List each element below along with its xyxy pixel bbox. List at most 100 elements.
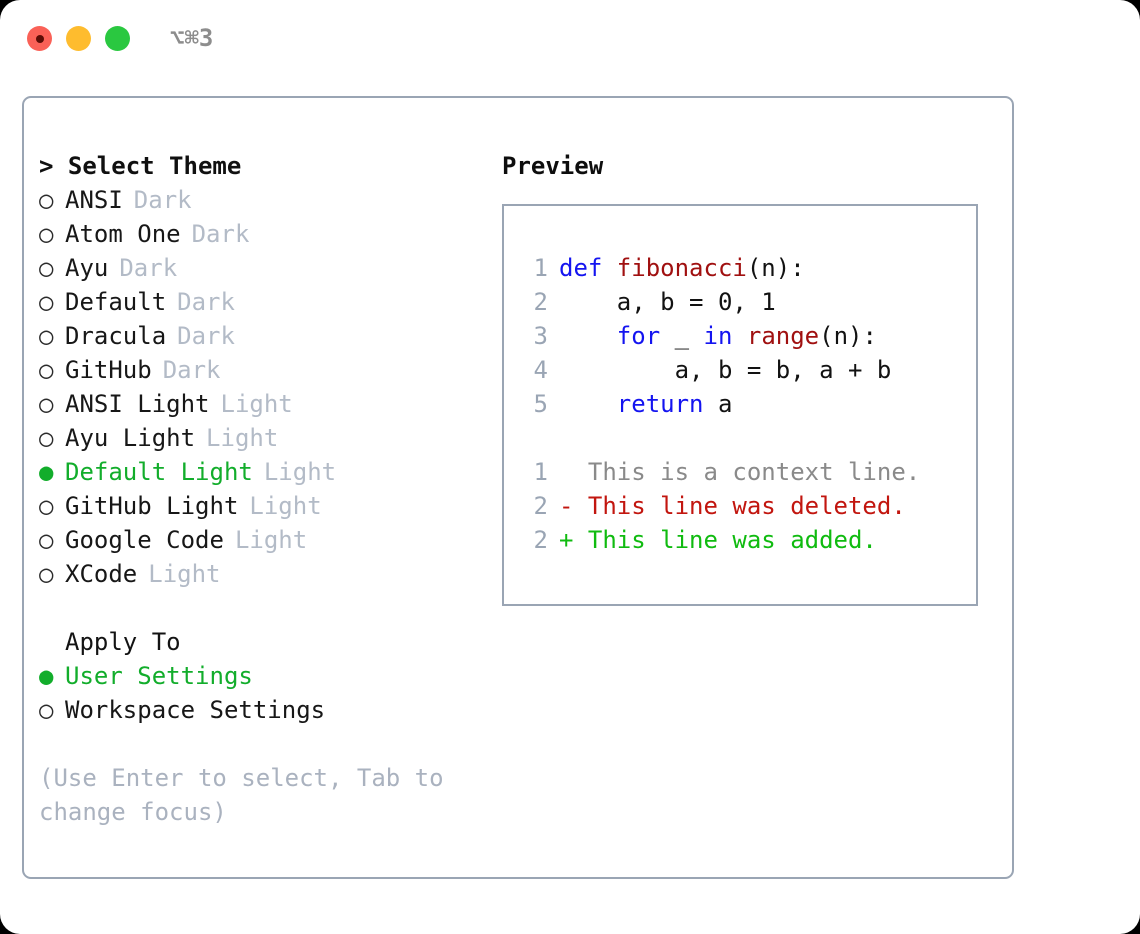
theme-variant-tag: Dark bbox=[119, 254, 178, 282]
theme-name: Dracula bbox=[65, 322, 167, 350]
theme-variant-tag: Dark bbox=[177, 288, 235, 316]
line-number: 5 bbox=[533, 390, 548, 418]
code-text: def fibonacci(n): bbox=[559, 251, 805, 285]
code-line: 3 for _ in range(n): bbox=[524, 319, 970, 353]
code-gap bbox=[524, 421, 970, 455]
theme-variant-tag: Light bbox=[148, 560, 221, 588]
hint-spacer bbox=[39, 727, 494, 761]
theme-variant-tag: Dark bbox=[177, 322, 235, 350]
traffic-light-group bbox=[27, 26, 130, 51]
diff-text: - This line was deleted. bbox=[559, 492, 906, 520]
theme-variant-tag: Light bbox=[220, 390, 293, 418]
theme-list-item[interactable]: ○ Default Dark bbox=[39, 285, 494, 319]
code-token: a, b = 0, 1 bbox=[559, 288, 776, 316]
theme-variant-tag: Dark bbox=[191, 220, 250, 248]
code-token: (n): bbox=[819, 322, 877, 350]
radio-unselected-icon: ○ bbox=[39, 560, 54, 588]
theme-name: Default bbox=[65, 288, 167, 316]
code-token: (n): bbox=[746, 254, 805, 282]
code-text: return a bbox=[559, 387, 733, 421]
code-line: 4 a, b = b, a + b bbox=[524, 353, 970, 387]
theme-name: Ayu Light bbox=[65, 424, 196, 452]
theme-variant-tag: Light bbox=[234, 526, 308, 554]
theme-variant-tag: Light bbox=[249, 492, 322, 520]
theme-picker-heading: > Select Theme bbox=[39, 152, 242, 180]
code-token: range bbox=[746, 322, 820, 350]
theme-list-item[interactable]: ○ Google Code Light bbox=[39, 523, 494, 557]
apply-to-option[interactable]: ○ Workspace Settings bbox=[39, 693, 494, 727]
radio-selected-icon: ● bbox=[39, 662, 54, 690]
line-number: 2 bbox=[533, 526, 548, 554]
close-window-button[interactable] bbox=[27, 26, 52, 51]
preview-heading: Preview bbox=[502, 152, 604, 180]
code-token: _ bbox=[660, 322, 704, 350]
theme-variant-tag: Light bbox=[263, 458, 337, 486]
theme-variant-tag: Dark bbox=[162, 356, 221, 384]
radio-unselected-icon: ○ bbox=[39, 254, 54, 282]
keyboard-hint-text: (Use Enter to select, Tab to change focu… bbox=[39, 764, 459, 826]
code-line: 5 return a bbox=[524, 387, 970, 421]
apply-to-heading: Apply To bbox=[65, 628, 181, 656]
line-number: 2 bbox=[533, 288, 548, 316]
line-number: 1 bbox=[533, 458, 548, 486]
code-token bbox=[559, 322, 617, 350]
theme-list-item[interactable]: ○ Ayu Dark bbox=[39, 251, 494, 285]
radio-unselected-icon: ○ bbox=[39, 322, 54, 350]
code-token bbox=[732, 322, 746, 350]
diff-line: 2 + This line was added. bbox=[524, 523, 970, 557]
maximize-window-button[interactable] bbox=[105, 26, 130, 51]
theme-name: Google Code bbox=[65, 526, 224, 554]
line-number: 3 bbox=[533, 322, 548, 350]
line-number: 4 bbox=[533, 356, 548, 384]
line-number: 1 bbox=[533, 254, 548, 282]
theme-list-item[interactable]: ● Default Light Light bbox=[39, 455, 494, 489]
diff-line: 1 This is a context line. bbox=[524, 455, 970, 489]
apply-to-label: Workspace Settings bbox=[65, 696, 326, 724]
theme-name: ANSI Light bbox=[65, 390, 210, 418]
code-text: a, b = 0, 1 bbox=[559, 285, 776, 319]
theme-name: Ayu bbox=[65, 254, 109, 282]
apply-to-label: User Settings bbox=[65, 662, 253, 690]
theme-name: GitHub Light bbox=[65, 492, 239, 520]
theme-name: Default Light bbox=[65, 458, 253, 486]
theme-name: XCode bbox=[65, 560, 138, 588]
theme-list-item[interactable]: ○ GitHub Light Light bbox=[39, 489, 494, 523]
diff-text: + This line was added. bbox=[559, 526, 877, 554]
theme-name: Atom One bbox=[65, 220, 181, 248]
theme-list-item[interactable]: ○ Dracula Dark bbox=[39, 319, 494, 353]
code-token: a, b = b, a + b bbox=[559, 356, 892, 384]
list-spacer bbox=[39, 591, 494, 625]
theme-variant-tag: Light bbox=[206, 424, 279, 452]
radio-unselected-icon: ○ bbox=[39, 288, 54, 316]
minimize-window-button[interactable] bbox=[66, 26, 91, 51]
code-token bbox=[559, 390, 617, 418]
radio-unselected-icon: ○ bbox=[39, 390, 54, 418]
line-number: 2 bbox=[533, 492, 548, 520]
code-text: a, b = b, a + b bbox=[559, 353, 892, 387]
code-line: 1 def fibonacci(n): bbox=[524, 251, 970, 285]
title-bar: ⌥⌘3 bbox=[0, 0, 1140, 78]
theme-name: ANSI bbox=[65, 186, 123, 214]
diff-lines: 1 This is a context line. 2 - This line wa… bbox=[524, 455, 970, 557]
radio-selected-icon: ● bbox=[39, 458, 54, 486]
theme-list-item[interactable]: ○ XCode Light bbox=[39, 557, 494, 591]
code-line: 2 a, b = 0, 1 bbox=[524, 285, 970, 319]
apply-to-option[interactable]: ● User Settings bbox=[39, 659, 494, 693]
theme-name: GitHub bbox=[65, 356, 152, 384]
radio-unselected-icon: ○ bbox=[39, 696, 54, 724]
code-token: fibonacci bbox=[616, 254, 747, 282]
theme-list-item[interactable]: ○ ANSI Light Light bbox=[39, 387, 494, 421]
radio-unselected-icon: ○ bbox=[39, 526, 54, 554]
radio-unselected-icon: ○ bbox=[39, 186, 54, 214]
radio-unselected-icon: ○ bbox=[39, 492, 54, 520]
